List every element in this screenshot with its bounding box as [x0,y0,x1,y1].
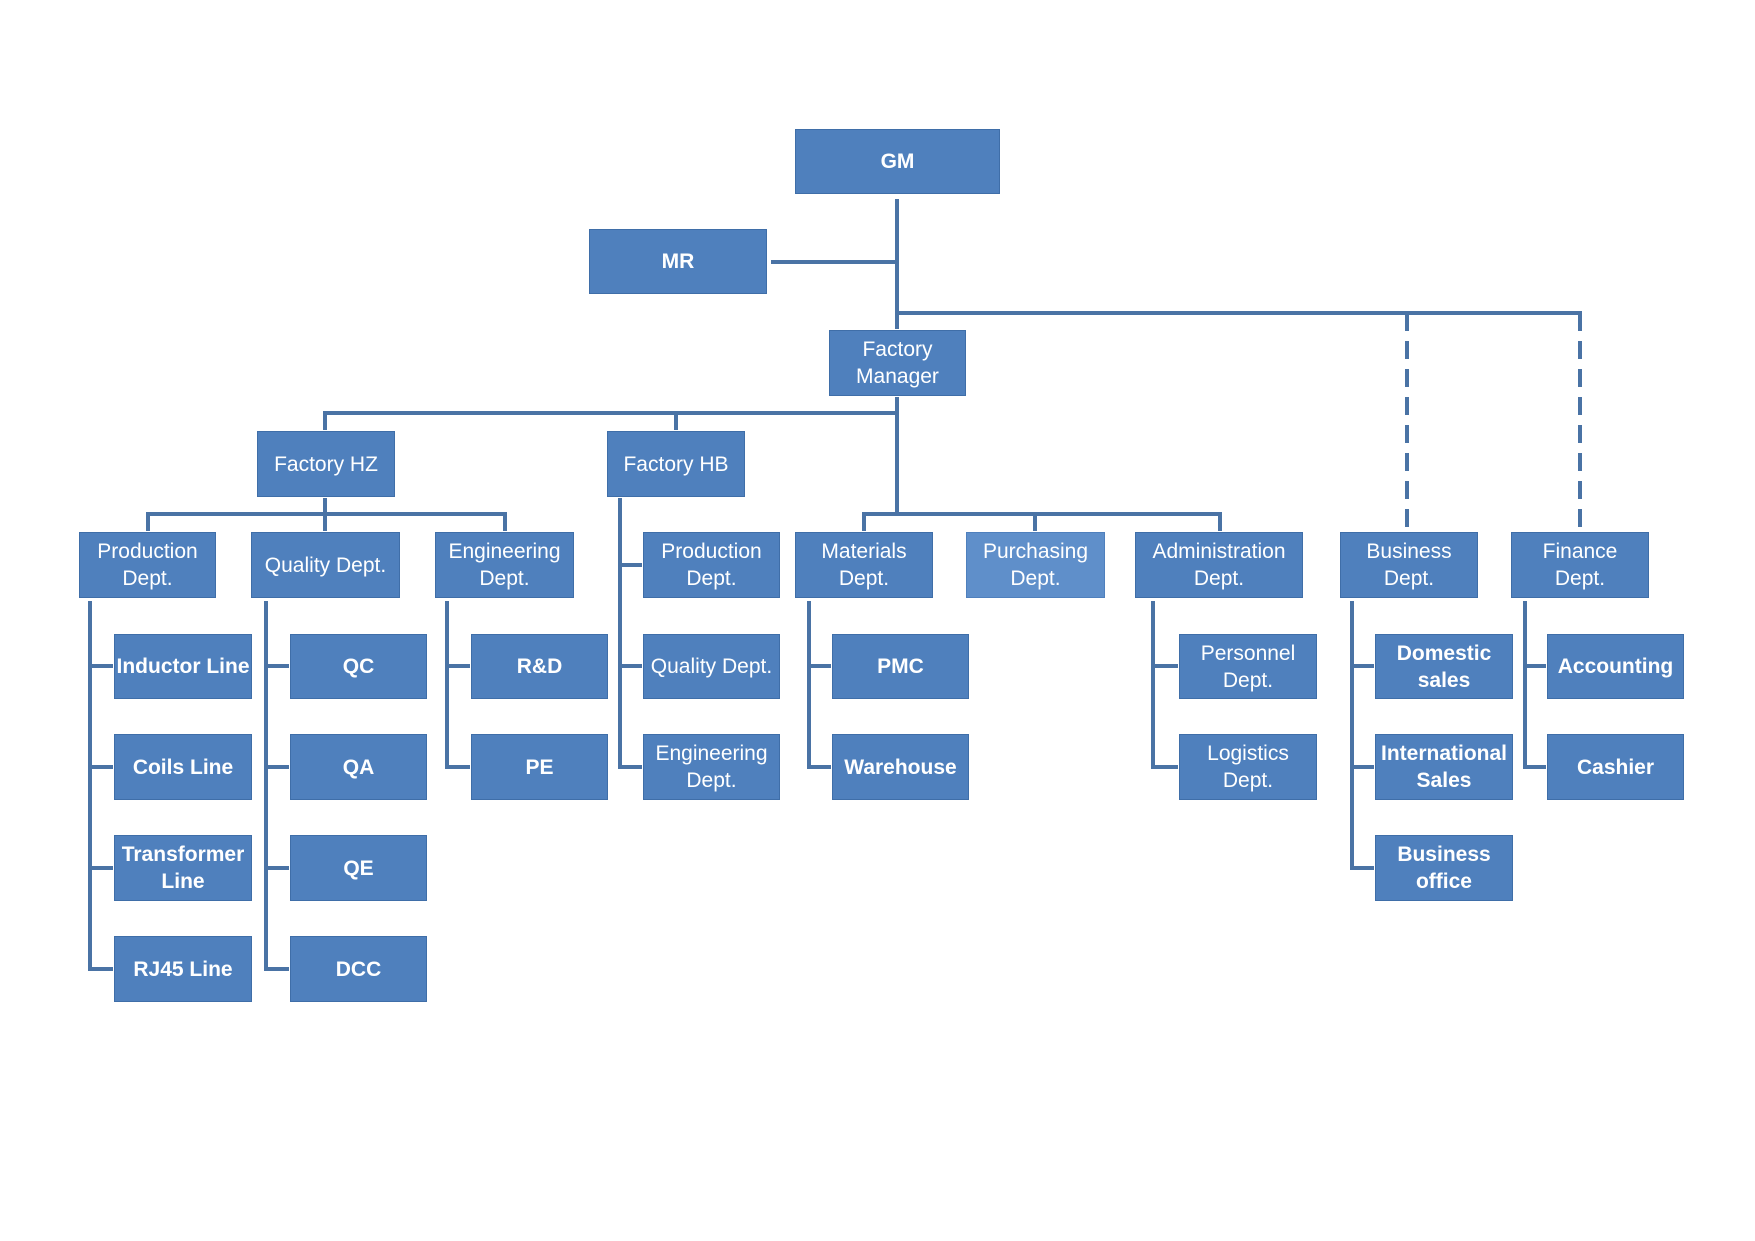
node-finance-dept: Finance Dept. [1511,532,1649,598]
node-transformer-line: Transformer Line [114,835,252,901]
node-logistics-dept: Logistics Dept. [1179,734,1317,800]
node-international-sales: International Sales [1375,734,1513,800]
node-purchasing-dept: Purchasing Dept. [966,532,1105,598]
node-business-office: Business office [1375,835,1513,901]
node-mr: MR [589,229,767,294]
node-hz-production-dept: Production Dept. [79,532,216,598]
node-coils-line: Coils Line [114,734,252,800]
node-hb-engineering-dept: Engineering Dept. [643,734,780,800]
node-rj45-line: RJ45 Line [114,936,252,1002]
node-pe: PE [471,734,608,800]
node-administration-dept: Administration Dept. [1135,532,1303,598]
node-warehouse: Warehouse [832,734,969,800]
node-dcc: DCC [290,936,427,1002]
node-gm: GM [795,129,1000,194]
node-rd: R&D [471,634,608,699]
node-inductor-line: Inductor Line [114,634,252,699]
node-factory-hb: Factory HB [607,431,745,497]
node-factory-hz: Factory HZ [257,431,395,497]
node-hz-quality-dept: Quality Dept. [251,532,400,598]
node-pmc: PMC [832,634,969,699]
node-materials-dept: Materials Dept. [795,532,933,598]
node-qe: QE [290,835,427,901]
node-accounting: Accounting [1547,634,1684,699]
node-personnel-dept: Personnel Dept. [1179,634,1317,699]
node-qc: QC [290,634,427,699]
node-hz-engineering-dept: Engineering Dept. [435,532,574,598]
node-domestic-sales: Domestic sales [1375,634,1513,699]
node-hb-quality-dept: Quality Dept. [643,634,780,699]
node-cashier: Cashier [1547,734,1684,800]
node-business-dept: Business Dept. [1340,532,1478,598]
node-hb-production-dept: Production Dept. [643,532,780,598]
node-factory-manager: Factory Manager [829,330,966,396]
node-qa: QA [290,734,427,800]
